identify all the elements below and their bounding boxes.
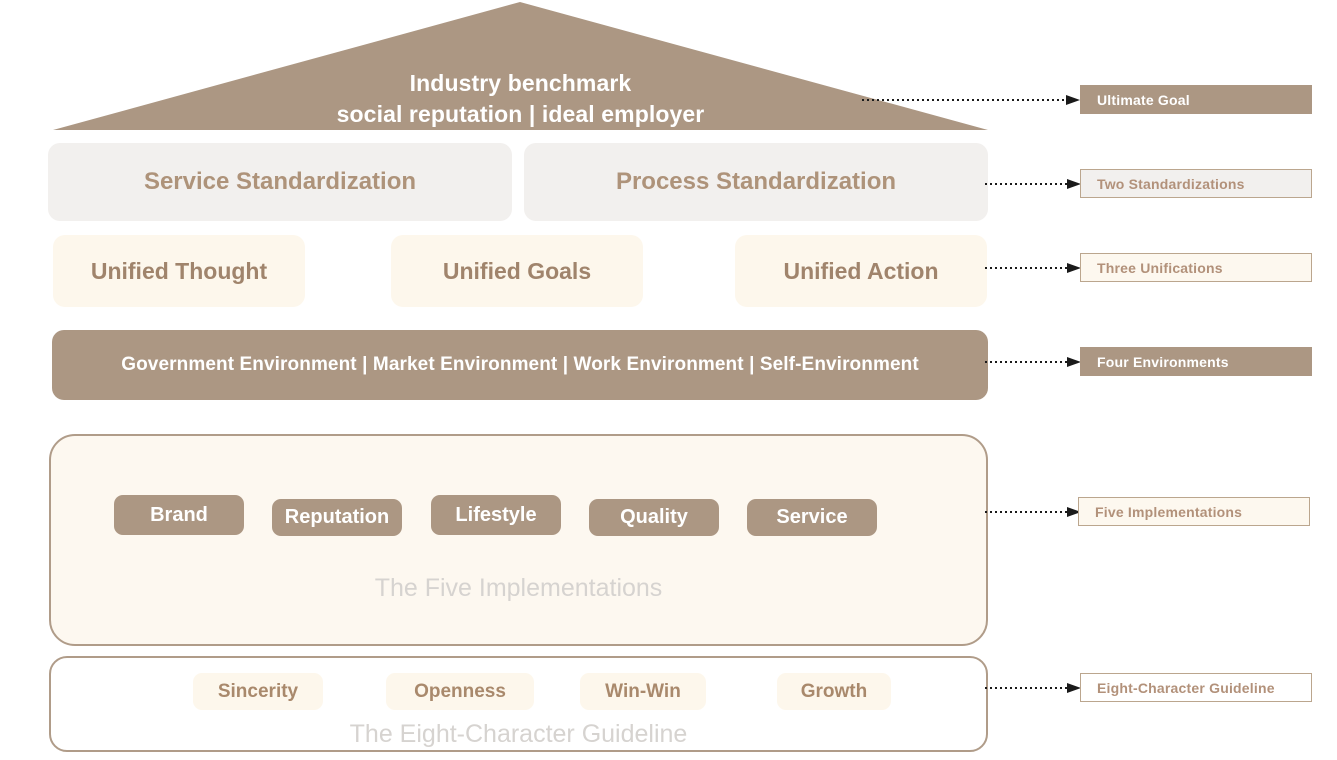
tag-two-standardizations-label: Two Standardizations	[1097, 175, 1245, 192]
tag-five-implementations[interactable]: Five Implementations	[1078, 497, 1310, 526]
box-unified-thought-label: Unified Thought	[90, 257, 268, 284]
chip-sincerity[interactable]: Sincerity	[193, 673, 323, 710]
chip-win-win-label: Win-Win	[605, 680, 681, 702]
roof-triangle	[0, 0, 1000, 136]
chip-brand[interactable]: Brand	[114, 495, 244, 535]
box-service-standardization[interactable]: Service Standardization	[48, 143, 512, 221]
tag-three-unifications[interactable]: Three Unifications	[1080, 253, 1312, 282]
box-process-standardization-label: Process Standardization	[615, 168, 897, 195]
connector-four-environments	[985, 354, 1081, 370]
chip-service-label: Service	[776, 506, 848, 528]
connector-five-implementations	[985, 504, 1081, 520]
box-service-standardization-label: Service Standardization	[143, 168, 417, 195]
connector-two-standardizations	[985, 176, 1081, 192]
box-process-standardization[interactable]: Process Standardization	[524, 143, 988, 221]
box-unified-action-label: Unified Action	[783, 257, 939, 284]
chip-reputation-label: Reputation	[284, 506, 390, 528]
chip-growth[interactable]: Growth	[777, 673, 891, 710]
chip-quality[interactable]: Quality	[589, 499, 719, 536]
bar-four-environments-label: Government Environment | Market Environm…	[121, 354, 919, 375]
box-unified-thought[interactable]: Unified Thought	[53, 235, 305, 307]
tag-eight-character-guideline-label: Eight-Character Guideline	[1097, 679, 1275, 696]
chip-openness[interactable]: Openness	[386, 673, 534, 710]
tag-five-implementations-label: Five Implementations	[1095, 503, 1243, 520]
chip-lifestyle[interactable]: Lifestyle	[431, 495, 561, 535]
chip-growth-label: Growth	[800, 680, 868, 702]
box-unified-action[interactable]: Unified Action	[735, 235, 987, 307]
box-unified-goals[interactable]: Unified Goals	[391, 235, 643, 307]
tag-four-environments[interactable]: Four Environments	[1080, 347, 1312, 376]
tag-three-unifications-label: Three Unifications	[1097, 259, 1223, 276]
tag-ultimate-goal-label: Ultimate Goal	[1097, 91, 1190, 108]
chip-quality-label: Quality	[620, 506, 688, 528]
connector-three-unifications	[985, 260, 1081, 276]
chip-openness-label: Openness	[414, 680, 506, 702]
chip-reputation[interactable]: Reputation	[272, 499, 402, 536]
chip-sincerity-label: Sincerity	[217, 680, 299, 702]
bar-four-environments[interactable]: Government Environment | Market Environm…	[52, 330, 988, 400]
tag-two-standardizations[interactable]: Two Standardizations	[1080, 169, 1312, 198]
container-five-implementations	[49, 434, 988, 646]
tag-four-environments-label: Four Environments	[1097, 353, 1229, 370]
chip-win-win[interactable]: Win-Win	[580, 673, 706, 710]
box-unified-goals-label: Unified Goals	[442, 257, 592, 284]
tag-ultimate-goal[interactable]: Ultimate Goal	[1080, 85, 1312, 114]
chip-brand-label: Brand	[150, 503, 208, 526]
connector-eight-character-guideline	[985, 680, 1081, 696]
tag-eight-character-guideline[interactable]: Eight-Character Guideline	[1080, 673, 1312, 702]
chip-service[interactable]: Service	[747, 499, 877, 536]
chip-lifestyle-label: Lifestyle	[455, 503, 537, 526]
